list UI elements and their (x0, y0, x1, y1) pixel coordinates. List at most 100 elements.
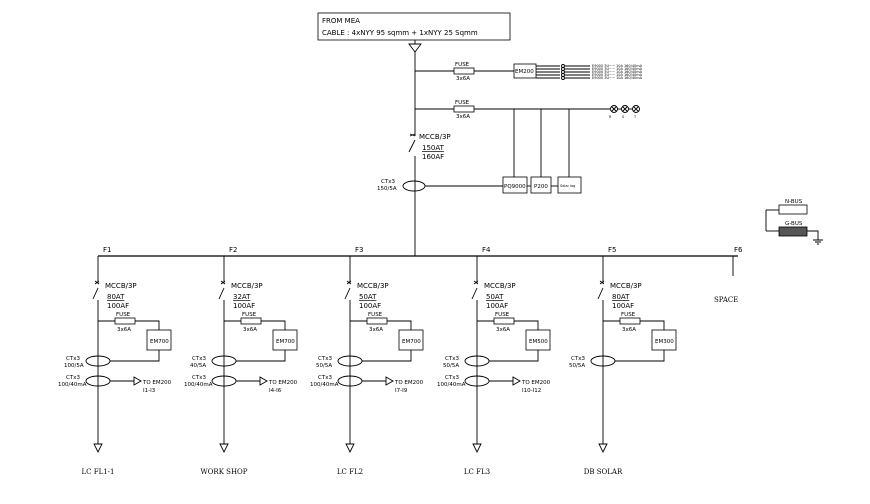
feeder-f3-zct-to: TO EM200 (394, 380, 424, 386)
feeder-f1-load-arrow (93, 443, 103, 454)
feeder-f5-fuse-lead (640, 320, 665, 330)
feeder-f4-zct-ratio: 100/40mA (437, 382, 466, 388)
feeder-f2-meter-lead (236, 350, 286, 362)
feeder-f4: F4MCCB/3P50AT100AFFUSE3x6AEM500CTx350/5A… (437, 246, 551, 476)
feeder-f2-breaker-frame: 100AF (233, 302, 255, 310)
feeder-f2-ct-label: CTx3 (192, 356, 206, 362)
feeder-f1-zct-range: I1-I3 (143, 388, 156, 394)
feeder-f2: F2MCCB/3P32AT100AFFUSE3x6AEM700CTx340/5A… (184, 246, 298, 476)
feeder-f1-fuse (114, 317, 136, 325)
g-bus-bar (778, 226, 808, 237)
main-fuse-1-rating: 3x6A (456, 76, 470, 82)
feeder-f1-zct-to: TO EM200 (142, 380, 172, 386)
feeder-f6-id: F6 (734, 246, 743, 254)
feeder-f3-fuse-rating: 3x6A (369, 327, 383, 333)
feeder-f5-fuse (619, 317, 641, 325)
bus-bars: N-BUS G-BUS (765, 199, 823, 245)
feeder-f4-meter-label: EM500 (529, 339, 548, 345)
feeder-f5-meter-lead (615, 350, 665, 362)
feeder-f3-load-label: LC FL2 (337, 468, 363, 476)
feeder-f5-breaker-trip: 80AT (612, 293, 630, 301)
feeder-f3-zct-range: I7-I9 (395, 388, 408, 394)
feeder-f1-fuse-lead (135, 320, 160, 330)
feeder-f1-zct-arrow (133, 376, 142, 386)
feeder-f5-load-arrow (598, 443, 608, 454)
feeder-f4-zct-label: CTx3 (445, 375, 459, 381)
source-box: FROM MEA CABLE : 4xNYY 95 sqmm + 1xNYY 2… (317, 12, 511, 41)
feeder-f2-fuse (240, 317, 262, 325)
main-breaker-trip: 150AT (422, 144, 445, 152)
instrument-solar-log-label: Solar log (560, 184, 575, 188)
feeder-f4-load-label: LC FL3 (464, 468, 490, 476)
feeder-f6-label: SPACE (714, 296, 738, 304)
instrument-p200-label: P200 (534, 184, 548, 190)
phase-indicator-lamps: R S T (609, 105, 640, 119)
main-meter-box (513, 63, 537, 79)
feeder-f4-breaker-trip: 50AT (486, 293, 504, 301)
feeder-f4-fuse (493, 317, 515, 325)
meter-readout-3: E9000 3U~~ 10A 160/40mA (592, 70, 643, 74)
meter-readout-2: E9000 3U~~ 10A 160/40mA (592, 67, 643, 71)
feeder-f3-breaker-type: MCCB/3P (357, 282, 389, 290)
feeder-f2-zct-ratio: 100/40mA (184, 382, 213, 388)
feeder-f2-ct (211, 355, 237, 367)
main-ct-ratio: 150/5A (377, 186, 397, 192)
feeder-f4-breaker-contact (471, 287, 478, 300)
feeder-f6: F6 SPACE (714, 246, 743, 304)
feeder-f5-fuse-rating: 3x6A (622, 327, 636, 333)
feeder-f1-id: F1 (103, 246, 111, 254)
n-bus-bar (778, 204, 808, 215)
main-ct-label: CTx3 (381, 179, 395, 185)
instrument-pq9000-label: PQ9000 (504, 184, 526, 190)
feeder-f5-ct (590, 355, 616, 367)
feeder-f1-breaker-trip: 80AT (107, 293, 125, 301)
feeder-f3-fuse-label: FUSE (368, 312, 383, 318)
feeder-f4-load-arrow (472, 443, 482, 454)
feeder-f2-breaker-mark (220, 280, 226, 285)
feeder-f1-load-label: LC FL1-1 (81, 468, 114, 476)
feeder-f3-breaker-mark (346, 280, 352, 285)
main-fuse-1-label: FUSE (455, 62, 470, 68)
feeder-f3-ct (337, 355, 363, 367)
n-bus-label: N-BUS (785, 199, 803, 205)
feeder-f3-load-arrow (345, 443, 355, 454)
feeder-f1-meter-label: EM700 (150, 339, 169, 345)
feeder-f3-breaker-contact (344, 287, 351, 300)
feeder-f5-ct-label: CTx3 (571, 356, 585, 362)
instrument-solar-log: Solar log (557, 176, 582, 194)
feeder-f4-meter-lead (489, 350, 539, 362)
feeder-f4-fuse-rating: 3x6A (496, 327, 510, 333)
g-bus-label: G-BUS (785, 221, 803, 227)
main-breaker-type: MCCB/3P (419, 133, 451, 141)
feeder-f5-fuse-label: FUSE (621, 312, 636, 318)
main-fuse-2 (453, 105, 475, 113)
feeder-f1-breaker-contact (92, 287, 99, 300)
meter-branch-2: FUSE 3x6A R S T (415, 100, 640, 177)
feeder-f1-breaker-frame: 100AF (107, 302, 129, 310)
feeder-f5-breaker-frame: 100AF (612, 302, 634, 310)
feeder-f4-ct-ratio: 50/5A (443, 363, 459, 369)
feeder-f1-fuse-label: FUSE (116, 312, 131, 318)
feeder-f3-zct-label: CTx3 (318, 375, 332, 381)
feeder-f1-ct-label: CTx3 (66, 356, 80, 362)
meter-readout-1: E9000 3U~~ 10A 160/40mA (592, 64, 643, 68)
feeder-f3-id: F3 (355, 246, 363, 254)
feeder-f3-ct-ratio: 50/5A (316, 363, 332, 369)
feeder-f2-breaker-contact (218, 287, 225, 300)
feeder-f4-zct-range: I10-I12 (522, 388, 541, 394)
main-fuse-2-rating: 3x6A (456, 114, 470, 120)
feeder-f3-meter-lead (362, 350, 412, 362)
feeder-f2-zct-range: I4-I6 (269, 388, 282, 394)
main-breaker-frame: 160AF (422, 153, 444, 161)
meter-branch-1: FUSE 3x6A EM200 E9000 3U~~ 10A 160/40mA … (415, 62, 643, 82)
feeder-f1-breaker-mark (94, 280, 100, 285)
feeder-f4-breaker-type: MCCB/3P (484, 282, 516, 290)
lamp-label-s: S (622, 115, 625, 119)
instrument-p200: P200 (530, 176, 552, 194)
feeder-f2-fuse-rating: 3x6A (243, 327, 257, 333)
source-cable: CABLE : 4xNYY 95 sqmm + 1xNYY 25 Sqmm (322, 29, 478, 37)
feeder-f4-ct-label: CTx3 (445, 356, 459, 362)
feeder-f1-ct-ratio: 100/5A (64, 363, 84, 369)
feeder-f3-meter-label: EM700 (402, 339, 421, 345)
